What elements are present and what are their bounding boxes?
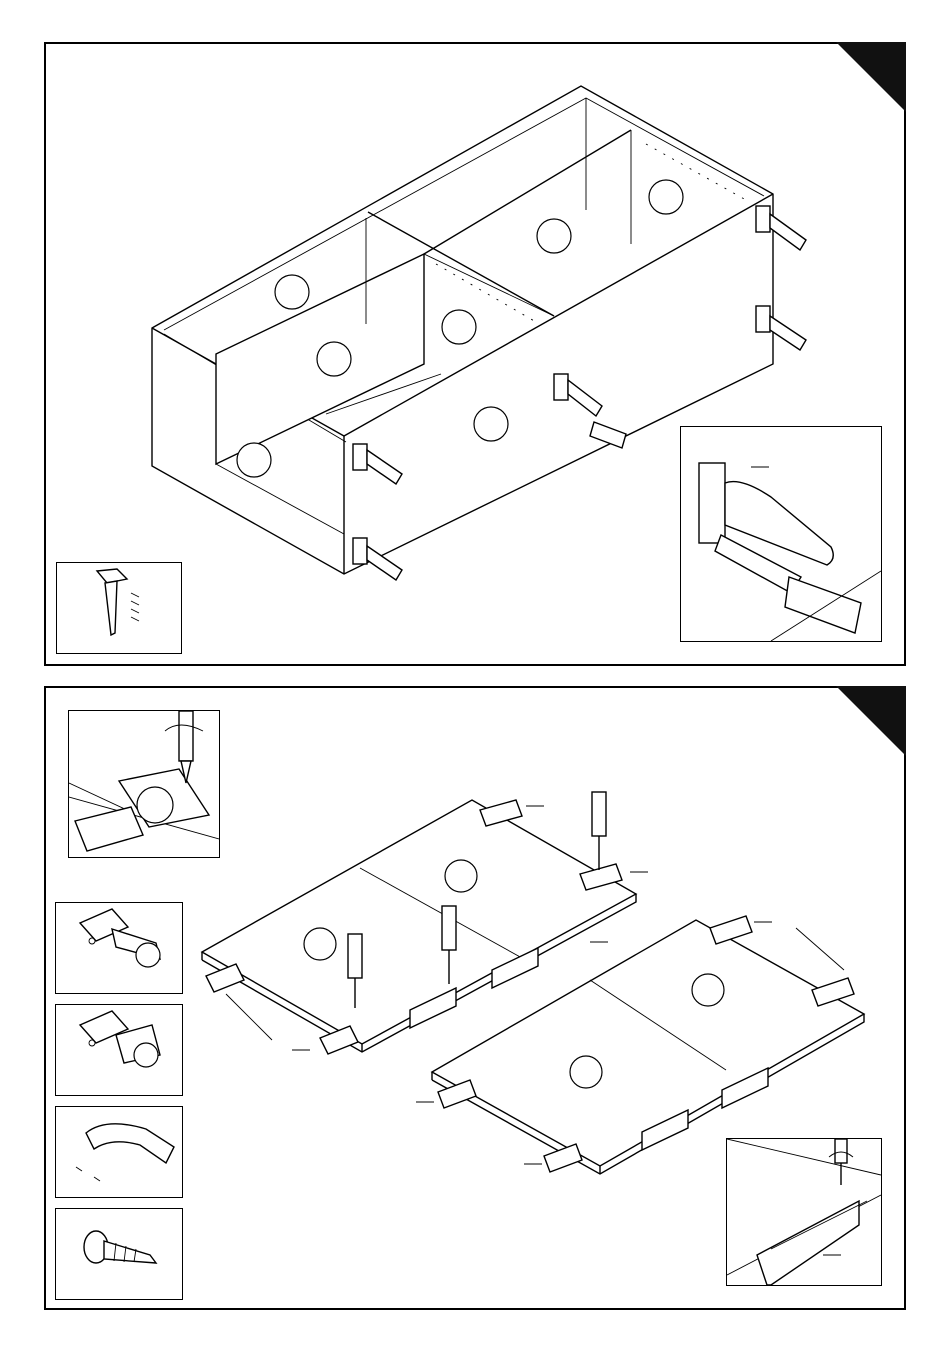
detail-inset-leg-screwing	[680, 426, 882, 642]
detail-inset-handle-screw	[726, 1138, 882, 1286]
handle-icon	[757, 1201, 859, 1285]
step-panel-leg-assembly	[44, 42, 906, 666]
mounting-plate-icon	[699, 463, 725, 543]
step-panel-door-hinge-assembly	[44, 686, 906, 1310]
leg-icon	[105, 581, 117, 635]
screwdriver-icon	[835, 1139, 847, 1163]
parts-inset-leg	[56, 562, 182, 654]
screw-icon	[131, 593, 139, 621]
mounting-plate-icon	[97, 569, 127, 583]
